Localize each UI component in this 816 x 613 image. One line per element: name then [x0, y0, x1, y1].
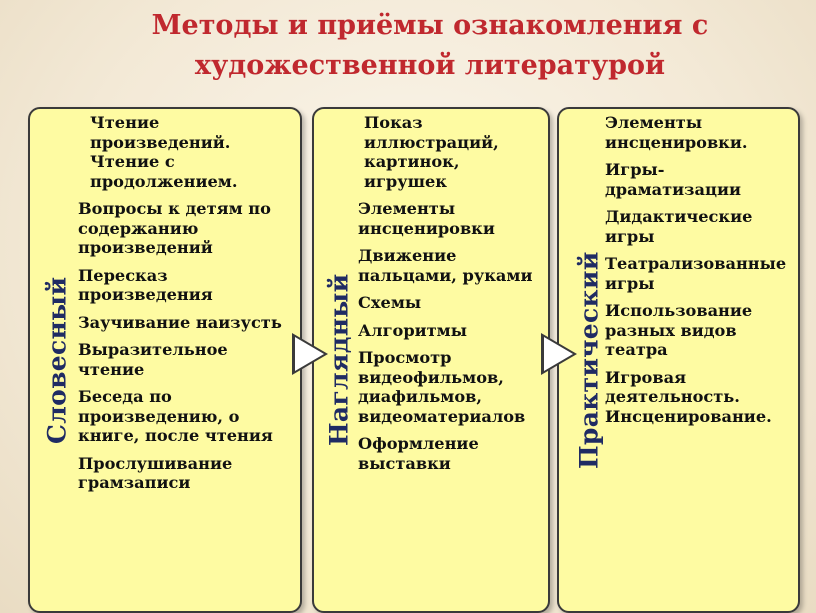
title-line-2: художественной литературой: [194, 50, 666, 81]
arrow-right-icon: [292, 333, 328, 375]
arrow-right-icon: [541, 333, 577, 375]
list-item: Театрализованные игры: [605, 254, 787, 293]
list-item: Элементы инсценировки: [358, 199, 495, 238]
practical-items-list: Элементы инсценировки. Игры-драматизации…: [605, 113, 794, 434]
column-visual: Наглядный Показ иллюстраций, картинок, и…: [312, 107, 550, 613]
list-item: Оформление выставки: [358, 434, 479, 473]
title-line-1: Методы и приёмы ознакомления с: [151, 10, 709, 41]
column-label-verbal: Словесный: [42, 276, 72, 444]
column-practical: Практический Элементы инсценировки. Игры…: [557, 107, 800, 613]
visual-items-list: Показ иллюстраций, картинок, игрушек Эле…: [358, 113, 546, 481]
list-item: Выразительное чтение: [78, 340, 228, 379]
list-item: Вопросы к детям по содержанию произведен…: [78, 199, 271, 257]
list-item: Дидактические игры: [605, 207, 753, 246]
list-item: Беседа по произведению, о книге, после ч…: [78, 387, 273, 445]
list-item: Алгоритмы: [358, 320, 467, 340]
list-item: Схемы: [358, 293, 422, 312]
list-item: Показ иллюстраций, картинок, игрушек: [364, 113, 499, 191]
list-item: Прослушивание грамзаписи: [78, 453, 233, 493]
list-item: Пересказ произведения: [78, 265, 213, 305]
list-item: Заучивание наизусть: [78, 312, 282, 332]
list-item: Использование разных видов театра: [605, 301, 753, 359]
list-item: Элементы инсценировки.: [605, 113, 748, 152]
list-item: Движение пальцами, руками: [358, 246, 533, 285]
page-title: Методы и приёмы ознакомления с художеств…: [60, 6, 800, 86]
list-item: Чтение произведений. Чтение с продолжени…: [90, 113, 238, 191]
verbal-items-list: Чтение произведений. Чтение с продолжени…: [78, 113, 296, 501]
list-item: Игры-драматизации: [605, 160, 741, 199]
column-verbal: Словесный Чтение произведений. Чтение с …: [28, 107, 302, 613]
list-item: Игровая деятельность. Инсценирование.: [605, 367, 772, 426]
list-item: Просмотр видеофильмов, диафильмов, видео…: [358, 348, 526, 426]
